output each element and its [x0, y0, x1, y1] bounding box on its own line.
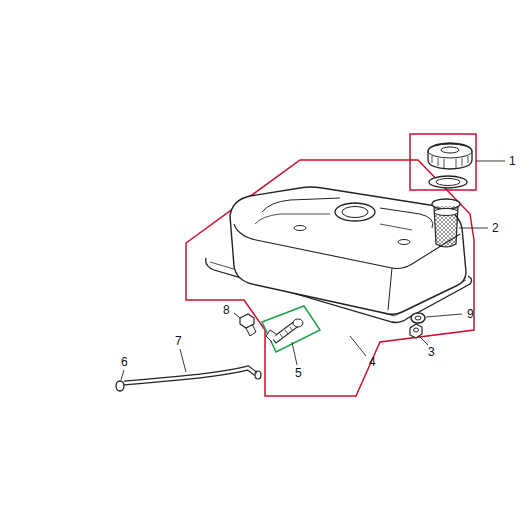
- callout-number: 6: [120, 355, 129, 369]
- callout-number: 1: [508, 154, 517, 168]
- fuel-valve: [266, 319, 303, 343]
- callout-number: 2: [491, 221, 500, 235]
- fuel-hose: [124, 368, 256, 383]
- callout-number: 5: [294, 366, 303, 380]
- callout-number: 3: [427, 345, 436, 359]
- washer: [411, 313, 425, 323]
- callout-number: 7: [174, 334, 183, 348]
- leader-lines: [121, 161, 505, 380]
- group-outline: [410, 134, 476, 190]
- cap-gasket: [429, 176, 467, 188]
- callout-number: 9: [466, 307, 475, 321]
- callout-number: 4: [368, 355, 377, 369]
- callout-number: 8: [222, 303, 231, 317]
- group-outline: [262, 306, 320, 352]
- group-outline: [186, 160, 474, 396]
- filler-neck: [335, 203, 375, 221]
- fuel-tank: [230, 187, 466, 314]
- bolt: [240, 314, 256, 336]
- hose-clip: [116, 381, 124, 391]
- nut: [410, 324, 422, 338]
- fuel-cap: [428, 143, 472, 169]
